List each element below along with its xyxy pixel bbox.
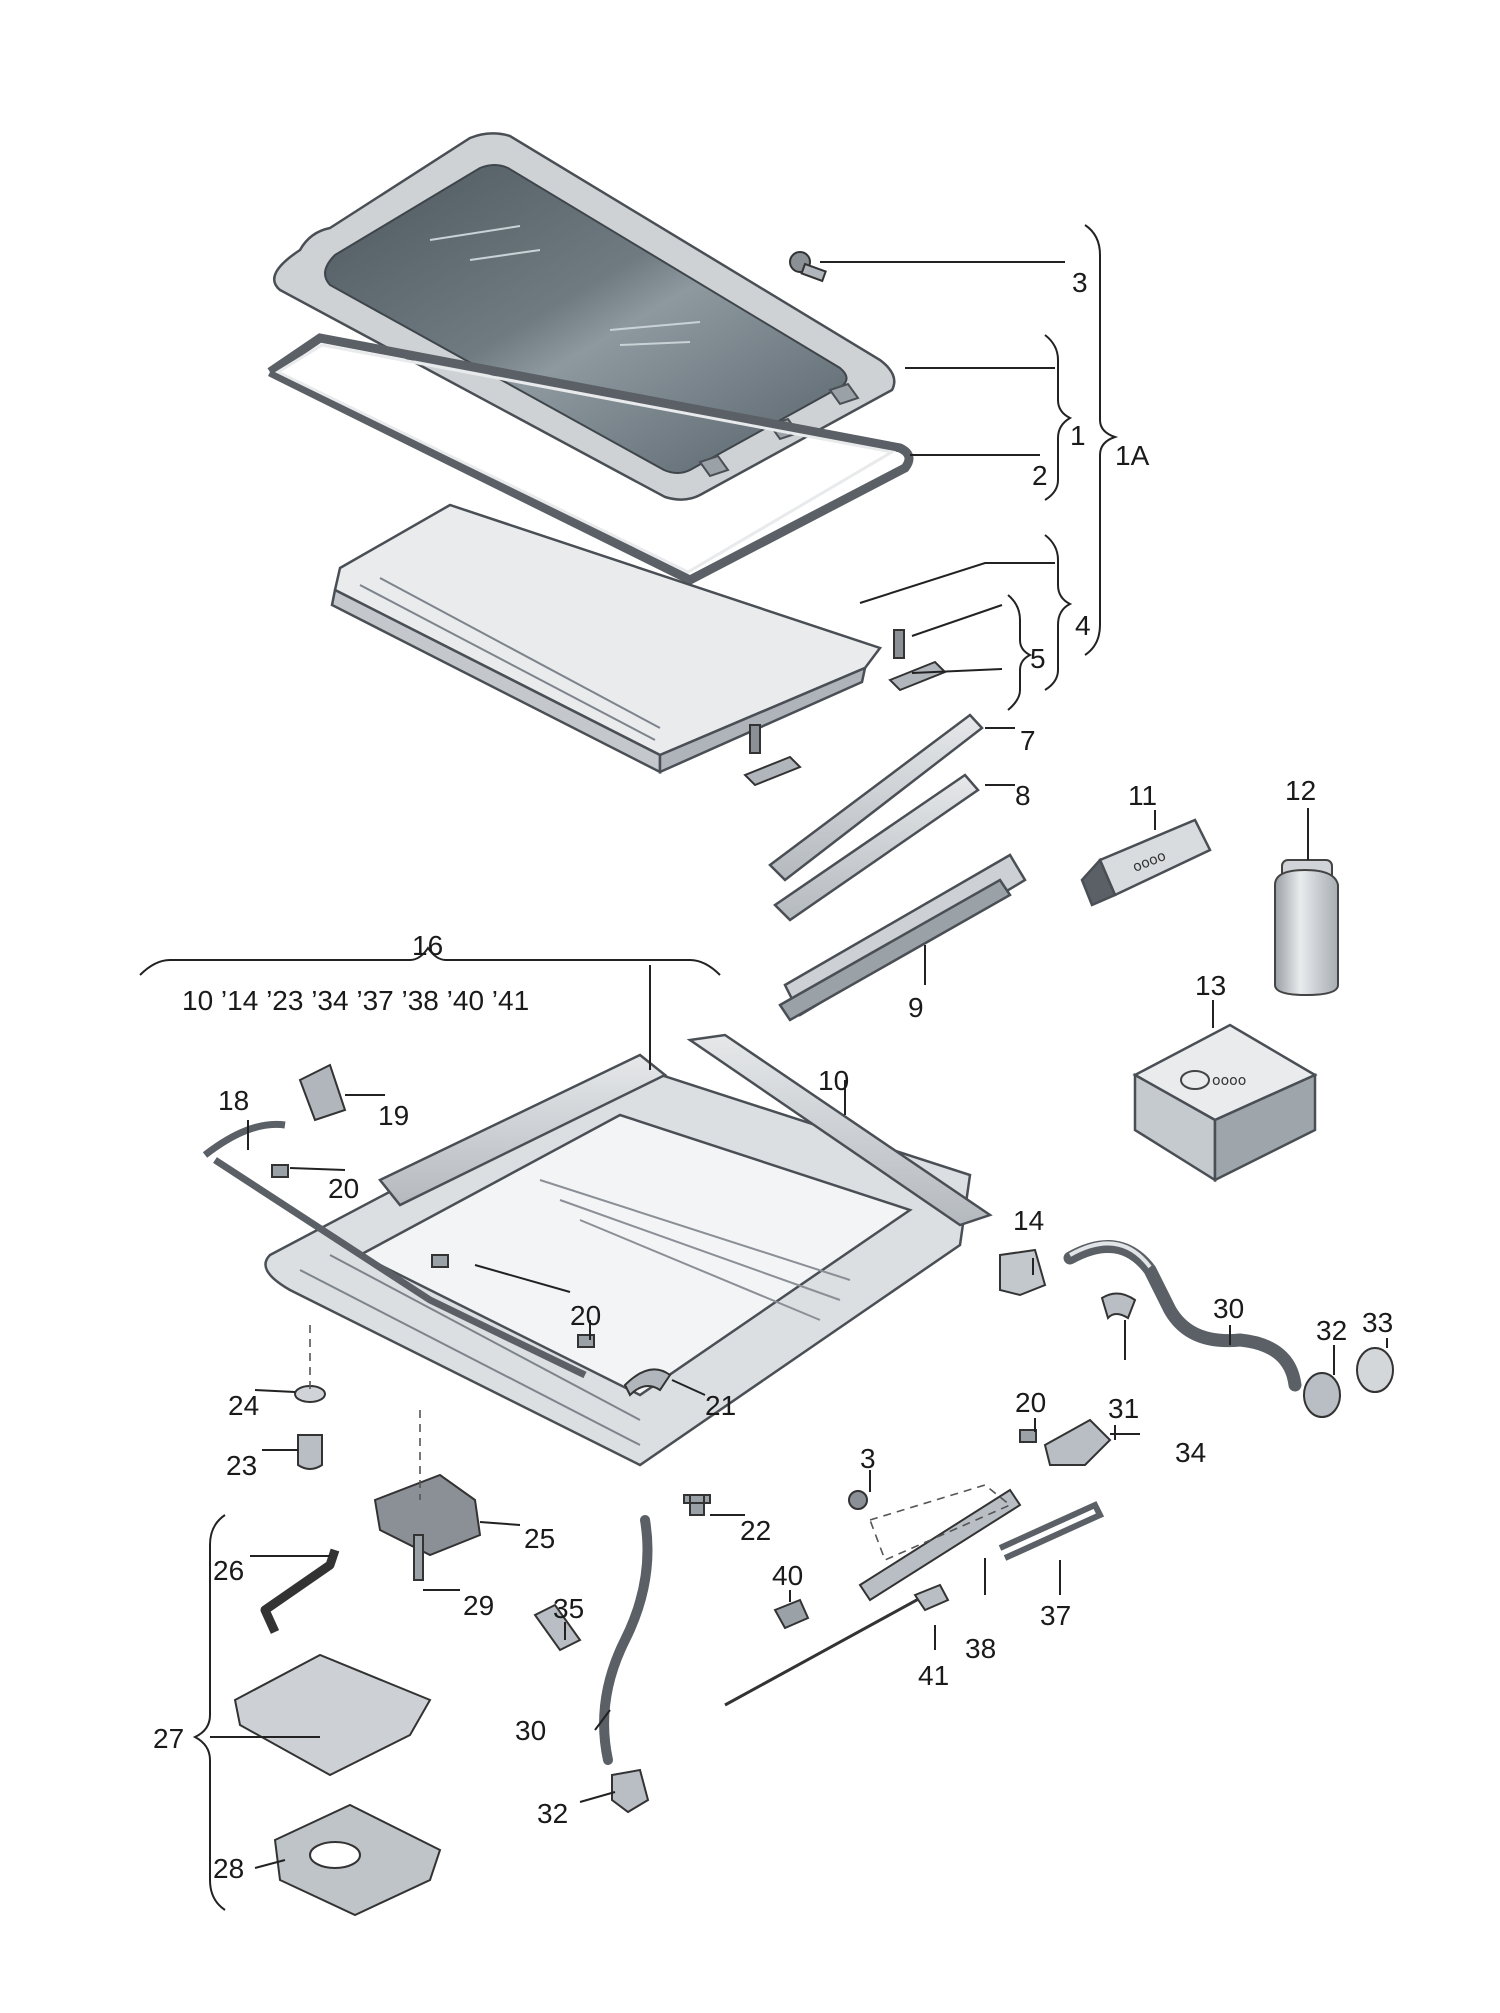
callout-19-cover: 19 bbox=[378, 1100, 409, 1131]
callout-38-linkage: 38 bbox=[965, 1633, 996, 1664]
callout-8-rail: 8 bbox=[1015, 780, 1031, 811]
inner-panel bbox=[330, 503, 883, 775]
drive-mechanism bbox=[724, 1418, 1112, 1707]
callout-32-nozzle-front: 32 bbox=[1316, 1315, 1347, 1346]
callout-18-rail: 18 bbox=[218, 1085, 249, 1116]
callout-41-cable: 41 bbox=[918, 1660, 949, 1691]
callout-27-plate: 27 bbox=[153, 1723, 184, 1754]
guide-rails bbox=[768, 713, 1027, 1022]
kit-box: oooo bbox=[1132, 1023, 1318, 1183]
callout-14-bracket: 14 bbox=[1013, 1205, 1044, 1236]
callout-1-glass-panel: 1 bbox=[1070, 420, 1086, 451]
seal bbox=[267, 333, 914, 586]
callout-30-hose-front: 30 bbox=[1213, 1293, 1244, 1324]
kit-contents-list: 10 ’14 ’23 ’34 ’37 ’38 ’40 ’41 bbox=[182, 985, 529, 1016]
lower-left-parts bbox=[233, 1385, 482, 1917]
callout-2-seal: 2 bbox=[1032, 460, 1048, 491]
callout-7-rail: 7 bbox=[1020, 725, 1036, 756]
callout-20-pad-upper: 20 bbox=[328, 1173, 359, 1204]
screw-top bbox=[789, 251, 827, 283]
callout-12-bottle: 12 bbox=[1285, 775, 1316, 806]
sunroof-frame bbox=[264, 1033, 993, 1467]
svg-text:oooo: oooo bbox=[1212, 1073, 1246, 1089]
callout-35-clip: 35 bbox=[553, 1593, 584, 1624]
callout-26-key: 26 bbox=[213, 1555, 244, 1586]
callout-33-cap: 33 bbox=[1362, 1307, 1393, 1338]
drain-hose-front bbox=[999, 1239, 1394, 1418]
callout-34-switch: 34 bbox=[1175, 1437, 1206, 1468]
callout-9-guide: 9 bbox=[908, 992, 924, 1023]
callout-3-screw: 3 bbox=[1072, 267, 1088, 298]
callout-37-rail: 37 bbox=[1040, 1600, 1071, 1631]
callout-29-screw: 29 bbox=[463, 1590, 494, 1621]
callout-3-screw-lower: 3 bbox=[860, 1443, 876, 1474]
callout-21-clip: 21 bbox=[705, 1390, 736, 1421]
callout-24-washer: 24 bbox=[228, 1390, 259, 1421]
leader-lines bbox=[139, 224, 1388, 1911]
callout-28-bracket: 28 bbox=[213, 1853, 244, 1884]
callout-20-pad-lower: 20 bbox=[1015, 1387, 1046, 1418]
callout-40-clip: 40 bbox=[772, 1560, 803, 1591]
callout-5-bracket: 5 bbox=[1030, 643, 1046, 674]
callout-31-clip: 31 bbox=[1108, 1393, 1139, 1424]
bottle bbox=[1274, 859, 1339, 997]
callout-30-hose-lower: 30 bbox=[515, 1715, 546, 1746]
callout-16-frame-kit: 16 bbox=[412, 930, 443, 961]
callout-10-frame-rail: 10 bbox=[818, 1065, 849, 1096]
glass-panel bbox=[273, 132, 896, 501]
callout-1A-panel-assembly: 1A bbox=[1115, 440, 1150, 471]
callout-23-bolt: 23 bbox=[226, 1450, 257, 1481]
callout-13-kit-box: 13 bbox=[1195, 970, 1226, 1001]
callout-labels: 3 1 1A 2 4 5 7 8 9 11 12 13 16 10 ’14 ’2… bbox=[153, 267, 1393, 1884]
callout-25-motor: 25 bbox=[524, 1523, 555, 1554]
grease-tube: oooo bbox=[1080, 818, 1212, 907]
callout-11-grease-tube: 11 bbox=[1128, 780, 1157, 811]
lower-center-parts bbox=[533, 1494, 711, 1814]
callout-4-inner-panel: 4 bbox=[1075, 610, 1091, 641]
callout-20-pad-middle: 20 bbox=[570, 1300, 601, 1331]
callout-22-screw: 22 bbox=[740, 1515, 771, 1546]
callout-32-nozzle-lower: 32 bbox=[537, 1798, 568, 1829]
